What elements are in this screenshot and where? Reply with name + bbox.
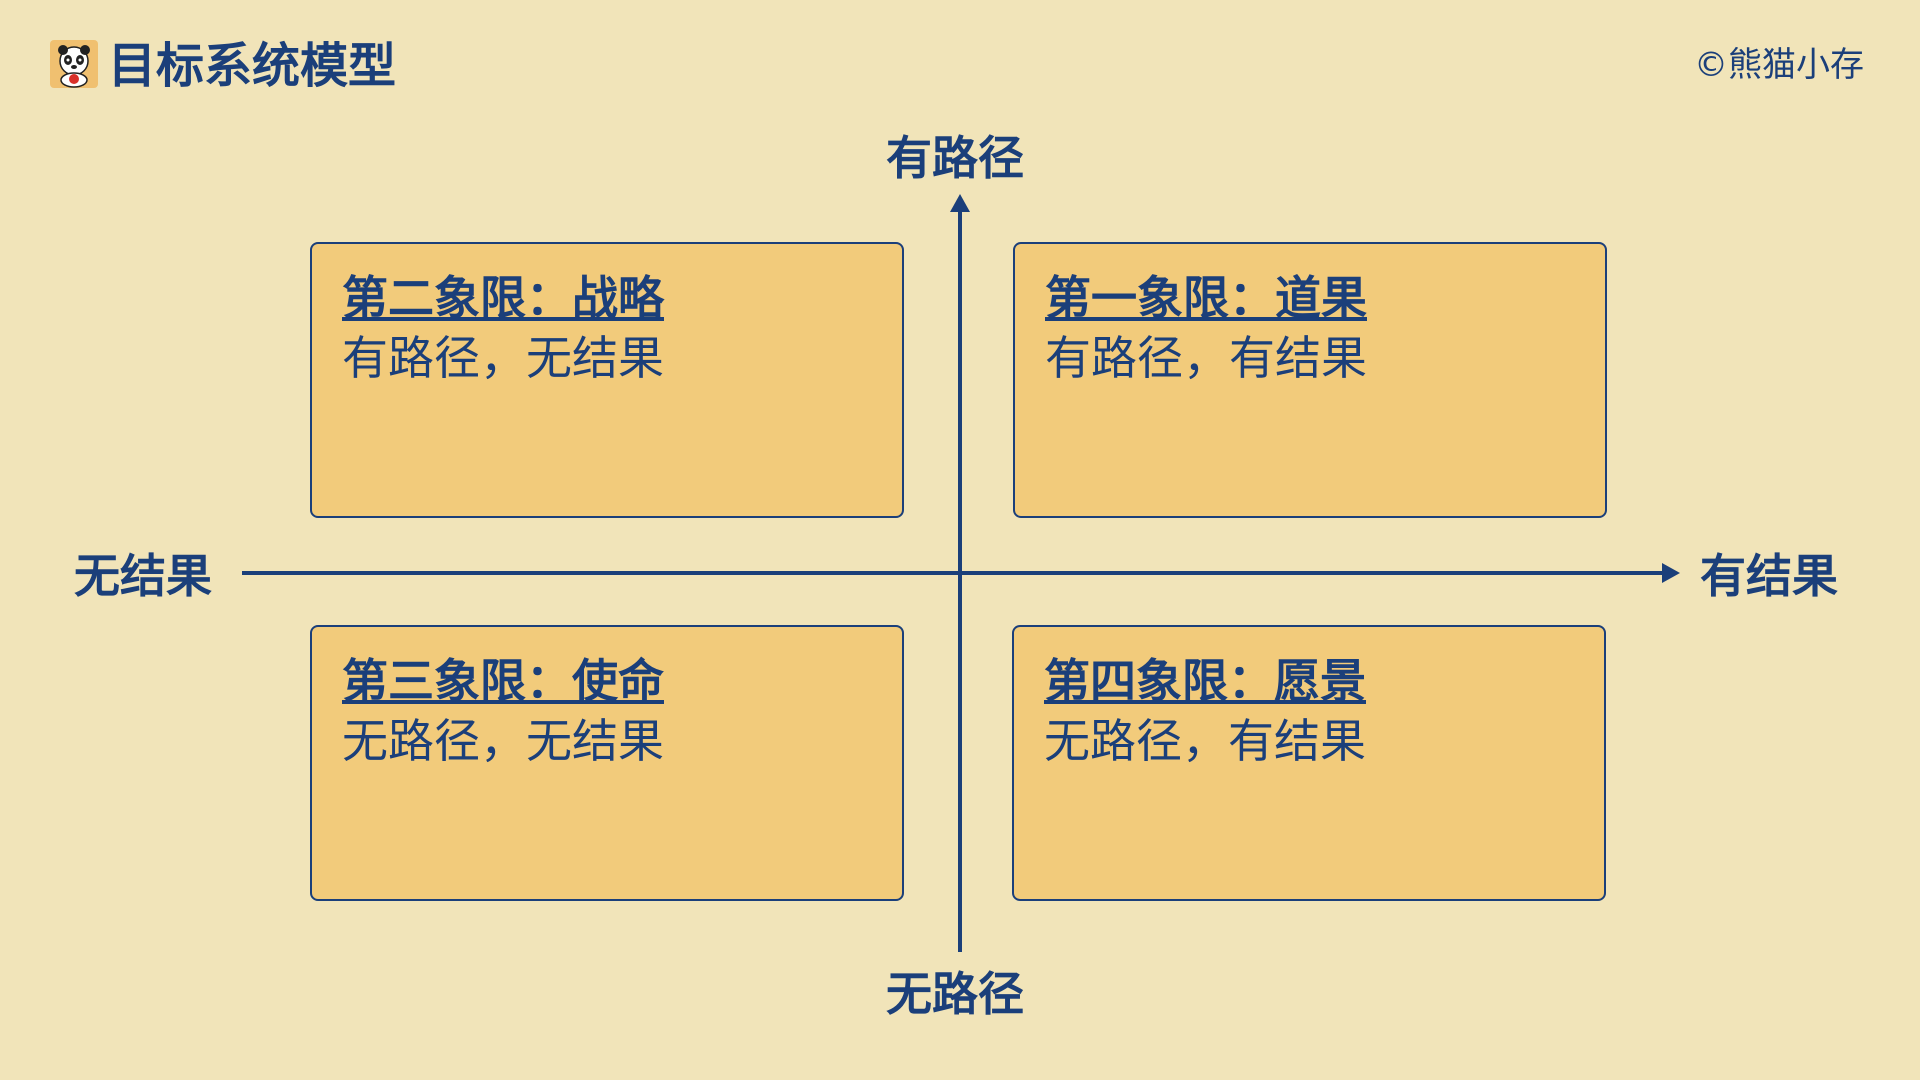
quadrant-title: 第三象限：使命 bbox=[342, 654, 664, 708]
page-title: 目标系统模型 bbox=[108, 38, 397, 94]
quadrant-desc: 有路径，无结果 bbox=[342, 331, 664, 385]
vertical-axis-arrow bbox=[950, 194, 970, 212]
axis-label-right: 有结果 bbox=[1700, 549, 1838, 603]
quadrant-title: 第二象限：战略 bbox=[342, 271, 664, 325]
quadrant-desc: 有路径，有结果 bbox=[1045, 331, 1367, 385]
axis-label-top: 有路径 bbox=[886, 131, 1024, 185]
quadrant-2-box: 第二象限：战略 有路径，无结果 bbox=[310, 242, 904, 518]
horizontal-axis-arrow bbox=[1662, 563, 1680, 583]
quadrant-4-box: 第四象限：愿景 无路径，有结果 bbox=[1012, 625, 1606, 901]
quadrant-desc: 无路径，无结果 bbox=[342, 714, 664, 768]
axis-label-left: 无结果 bbox=[74, 549, 212, 603]
quadrant-title: 第四象限：愿景 bbox=[1044, 654, 1366, 708]
copyright-text: ©熊猫小存 bbox=[1694, 45, 1864, 85]
quadrant-title: 第一象限：道果 bbox=[1045, 271, 1367, 325]
quadrant-1-box: 第一象限：道果 有路径，有结果 bbox=[1013, 242, 1607, 518]
panda-logo-icon bbox=[50, 40, 98, 88]
axis-label-bottom: 无路径 bbox=[886, 967, 1024, 1021]
quadrant-3-box: 第三象限：使命 无路径，无结果 bbox=[310, 625, 904, 901]
quadrant-desc: 无路径，有结果 bbox=[1044, 714, 1366, 768]
